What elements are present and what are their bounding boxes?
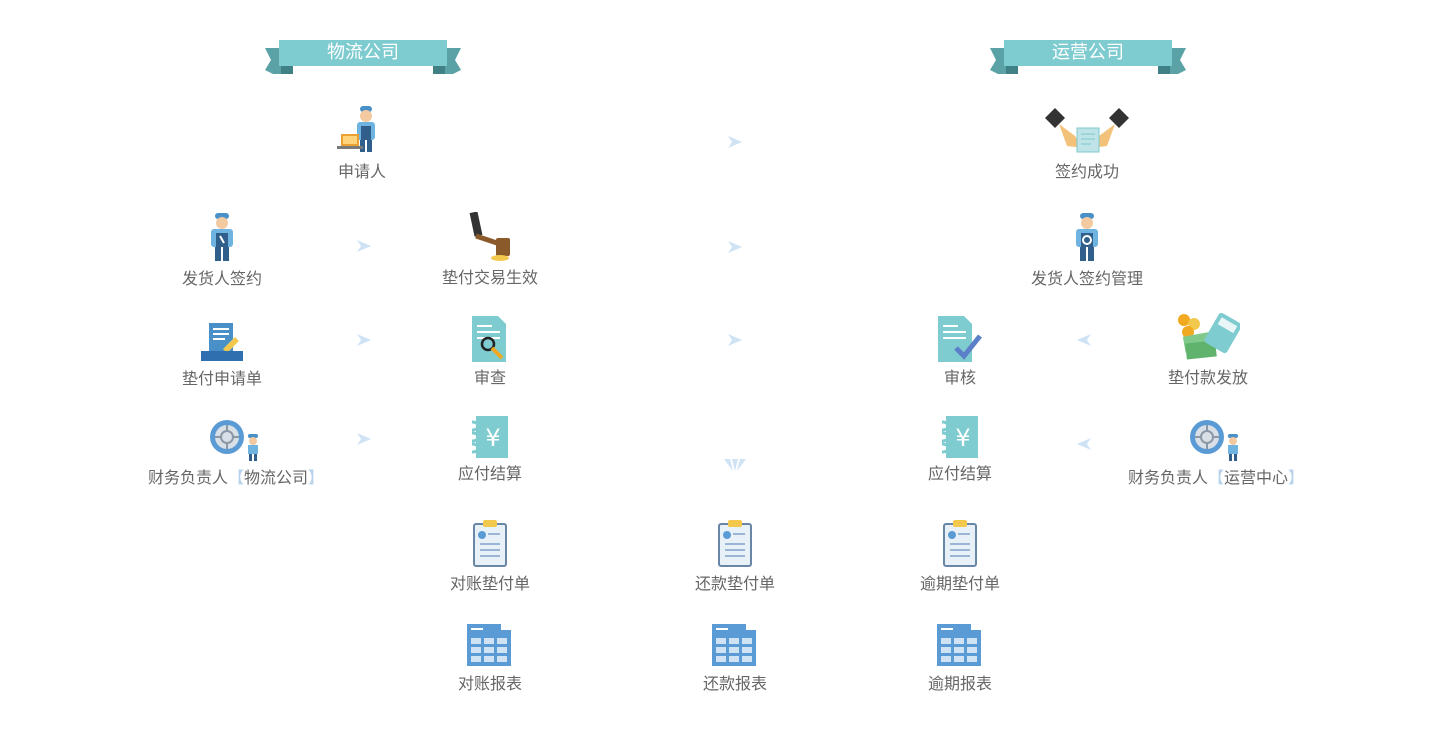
node-payable-right: ¥ 应付结算 xyxy=(860,416,1060,484)
yen-notebook-icon: ¥ xyxy=(941,416,978,458)
node-label: 应付结算 xyxy=(457,464,522,483)
node-label: 财务负责人【运营中心】 xyxy=(1116,468,1316,488)
node-review: 审查 xyxy=(390,316,590,388)
banner-logistics-company: 物流公司 xyxy=(265,38,461,76)
worker-laptop-icon xyxy=(337,106,375,152)
arrow-right-icon xyxy=(728,334,742,346)
node-label: 申请人 xyxy=(337,162,386,181)
report-table-icon xyxy=(937,624,981,666)
node-label: 发货人签约 xyxy=(181,269,262,288)
node-label: 对账垫付单 xyxy=(449,574,530,593)
node-advance-payout: 垫付款发放 xyxy=(1108,312,1308,388)
node-label: 审核 xyxy=(943,368,976,387)
ribbon-shape xyxy=(265,40,461,74)
arrow-right-icon xyxy=(357,433,371,445)
person-text: 财务负责人 xyxy=(1127,468,1208,487)
report-table-icon xyxy=(712,624,756,666)
report-table-icon xyxy=(467,624,511,666)
banner-title: 运营公司 xyxy=(1052,42,1124,63)
node-repay-report: 还款报表 xyxy=(635,624,835,694)
node-label: 签约成功 xyxy=(1054,162,1119,181)
node-advance-application: 垫付申请单 xyxy=(122,321,322,389)
banner-operation-company: 运营公司 xyxy=(990,38,1186,76)
gavel-icon xyxy=(469,212,510,261)
node-label: 垫付交易生效 xyxy=(441,268,538,287)
org-text: 运营中心 xyxy=(1224,468,1289,487)
node-label: 还款垫付单 xyxy=(694,574,775,593)
clipboard-icon xyxy=(943,520,977,567)
node-finance-left: 财务负责人【物流公司】 xyxy=(136,416,336,488)
svg-text:¥: ¥ xyxy=(955,424,970,452)
arrow-right-icon xyxy=(728,136,742,148)
arrow-right-icon xyxy=(357,240,371,252)
bracket-close: 】 xyxy=(308,468,325,487)
clipboard-icon xyxy=(718,520,752,567)
arrow-left-icon xyxy=(1077,334,1091,346)
person-text: 财务负责人 xyxy=(147,468,228,487)
clipboard-icon xyxy=(473,520,507,567)
node-label: 垫付申请单 xyxy=(181,369,262,388)
node-audit: 审核 xyxy=(860,316,1060,388)
node-sign-success: 签约成功 xyxy=(987,108,1187,182)
node-payable-left: ¥ 应付结算 xyxy=(390,416,590,484)
node-reconcile-form: 对账垫付单 xyxy=(390,520,590,594)
safe-worker-icon xyxy=(210,420,258,461)
arrow-right-icon xyxy=(728,241,742,253)
node-finance-right: 财务负责人【运营中心】 xyxy=(1116,416,1316,488)
bracket-open: 【 xyxy=(227,468,244,487)
node-label: 垫付款发放 xyxy=(1167,368,1248,387)
arrow-left-icon xyxy=(1077,438,1091,450)
handshake-contract-icon xyxy=(1045,108,1129,153)
ribbon-shape xyxy=(990,40,1186,74)
bracket-open: 【 xyxy=(1207,468,1224,487)
node-shipper-sign-mgmt: 发货人签约管理 xyxy=(987,211,1187,289)
node-label: 还款报表 xyxy=(702,674,767,693)
org-text: 物流公司 xyxy=(244,468,309,487)
node-label: 财务负责人【物流公司】 xyxy=(136,468,336,488)
node-repay-form: 还款垫付单 xyxy=(635,520,835,594)
node-overdue-form: 逾期垫付单 xyxy=(860,520,1060,594)
banner-title: 物流公司 xyxy=(327,42,399,63)
bracket-close: 】 xyxy=(1288,468,1305,487)
node-label: 对账报表 xyxy=(457,674,522,693)
node-advance-effective: 垫付交易生效 xyxy=(390,212,590,288)
node-label: 应付结算 xyxy=(927,464,992,483)
document-search-icon xyxy=(472,316,506,362)
document-check-icon xyxy=(938,316,982,362)
svg-text:¥: ¥ xyxy=(485,424,500,452)
node-applicant: 申请人 xyxy=(262,104,462,182)
worker-icon xyxy=(211,213,233,261)
node-label: 逾期报表 xyxy=(927,674,992,693)
node-shipper-sign: 发货人签约 xyxy=(122,211,322,289)
node-label: 发货人签约管理 xyxy=(1030,269,1143,288)
money-calculator-icon xyxy=(1178,312,1240,360)
safe-worker-icon xyxy=(1190,420,1238,461)
node-label: 逾期垫付单 xyxy=(919,574,1000,593)
node-overdue-report: 逾期报表 xyxy=(860,624,1060,694)
worker-gear-icon xyxy=(1076,213,1098,261)
node-reconcile-report: 对账报表 xyxy=(390,624,590,694)
yen-notebook-icon: ¥ xyxy=(471,416,508,458)
double-arrow-down-icon xyxy=(724,459,746,471)
arrow-right-icon xyxy=(357,334,371,346)
application-form-icon xyxy=(201,323,243,361)
node-label: 审查 xyxy=(473,368,506,387)
